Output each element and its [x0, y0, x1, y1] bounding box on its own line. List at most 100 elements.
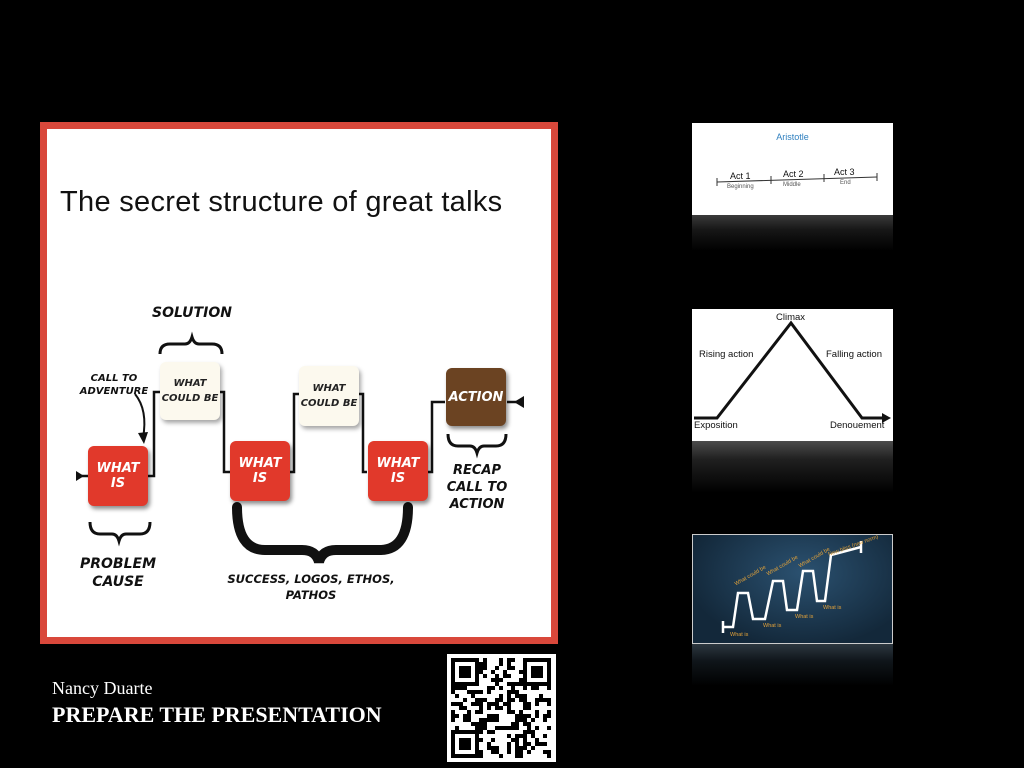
qr-module [527, 702, 531, 706]
qr-module [483, 674, 487, 678]
qr-module [527, 706, 531, 710]
action-box: ACTION [446, 368, 506, 426]
qr-module [467, 666, 471, 670]
qr-module [507, 694, 511, 698]
qr-module [523, 746, 527, 750]
qr-module [479, 670, 483, 674]
qr-module [479, 662, 483, 666]
qr-module [475, 746, 479, 750]
qr-module [511, 658, 515, 662]
qr-module [495, 698, 499, 702]
qr-module [451, 686, 455, 690]
qr-module [499, 706, 503, 710]
rising-action-label: Rising action [699, 349, 754, 360]
qr-module [515, 734, 519, 738]
qr-module [491, 746, 495, 750]
qr-module [471, 702, 475, 706]
qr-module [507, 706, 511, 710]
qr-module [451, 750, 455, 754]
qr-module [487, 690, 491, 694]
qr-module [507, 662, 511, 666]
qr-module [483, 698, 487, 702]
qr-module [495, 718, 499, 722]
thumbnail-sparkline[interactable]: What could be What could be What could b… [692, 534, 893, 644]
qr-module [523, 742, 527, 746]
qr-module [539, 682, 543, 686]
qr-module [475, 658, 479, 662]
qr-module [451, 678, 455, 682]
qr-module [459, 754, 463, 758]
qr-module [547, 714, 551, 718]
qr-module [535, 702, 539, 706]
qr-module [547, 670, 551, 674]
solution-brace [158, 331, 224, 355]
qr-module [471, 658, 475, 662]
qr-module [507, 690, 511, 694]
qr-module [523, 702, 527, 706]
recap-label: RECAP CALL TO ACTION [446, 463, 508, 512]
qr-module [507, 658, 511, 662]
qr-module [535, 674, 539, 678]
qr-module [467, 682, 471, 686]
qr-module [531, 730, 535, 734]
qr-module [479, 666, 483, 670]
problem-cause-label: PROBLEM CAUSE [79, 556, 157, 590]
climax-label: Climax [776, 312, 806, 323]
qr-module [543, 750, 547, 754]
qr-module [463, 670, 467, 674]
qr-module [479, 726, 483, 730]
qr-module [519, 678, 523, 682]
qr-module [479, 698, 483, 702]
thumbnail-freytag[interactable]: Climax Rising action Falling action Expo… [692, 309, 893, 441]
qr-module [535, 698, 539, 702]
spark-bottom-label-3: What is [795, 614, 814, 620]
thumbnail-sparkline-reflection [692, 644, 893, 686]
thumbnail-aristotle[interactable]: Aristotle Act 1 Beginning Act 2 Middle A… [692, 123, 893, 215]
qr-module [455, 726, 459, 730]
thumbnail-freytag-reflection [692, 441, 893, 493]
qr-module [507, 750, 511, 754]
qr-module [531, 682, 535, 686]
solution-label: SOLUTION [152, 305, 232, 321]
qr-module [463, 718, 467, 722]
qr-module [515, 742, 519, 746]
qr-module [491, 670, 495, 674]
qr-module [543, 682, 547, 686]
qr-module [451, 734, 455, 738]
qr-module [523, 682, 527, 686]
qr-module [451, 730, 455, 734]
qr-module [479, 730, 483, 734]
qr-module [547, 674, 551, 678]
success-brace [232, 502, 413, 564]
qr-module [479, 706, 483, 710]
qr-module [531, 746, 535, 750]
qr-code[interactable] [447, 654, 556, 762]
qr-module [547, 678, 551, 682]
qr-module [451, 710, 455, 714]
qr-module [523, 722, 527, 726]
qr-module [467, 746, 471, 750]
qr-module [475, 682, 479, 686]
qr-module [475, 690, 479, 694]
qr-module [475, 702, 479, 706]
qr-module [511, 666, 515, 670]
qr-module [547, 754, 551, 758]
qr-module [499, 694, 503, 698]
qr-module [539, 670, 543, 674]
problem-brace [88, 521, 152, 547]
qr-module [547, 662, 551, 666]
qr-module [547, 702, 551, 706]
qr-module [507, 698, 511, 702]
qr-module [455, 714, 459, 718]
qr-module [515, 722, 519, 726]
qr-module [535, 710, 539, 714]
qr-module [495, 750, 499, 754]
qr-module [495, 682, 499, 686]
qr-module [459, 738, 463, 742]
qr-module [511, 710, 515, 714]
qr-module [547, 666, 551, 670]
qr-module [463, 706, 467, 710]
qr-module [483, 718, 487, 722]
qr-module [467, 690, 471, 694]
qr-module [459, 686, 463, 690]
